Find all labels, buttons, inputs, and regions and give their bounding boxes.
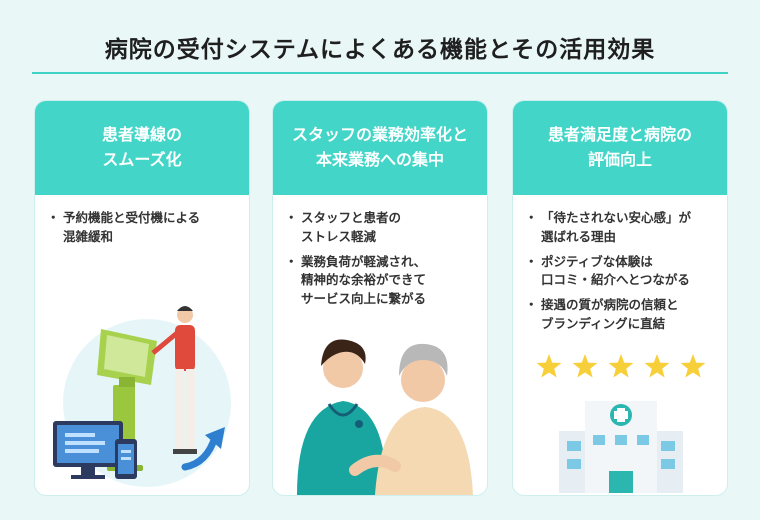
arrow-up-icon [181, 427, 225, 471]
kiosk-icon [97, 329, 157, 471]
card-satisfaction: 患者満足度と病院の 評価向上 「待たされない安心感」が 選ばれる理由 ポジティブ… [512, 100, 728, 496]
bullet-item: 業務負荷が軽減され、 精神的な余裕ができて サービス向上に繋がる [285, 253, 477, 309]
kiosk-illustration [53, 306, 231, 487]
title-divider [32, 72, 728, 74]
bullet-text: 「待たされない安心感」が [541, 210, 692, 225]
star-icon [608, 354, 634, 378]
star-icon [680, 354, 706, 378]
bullet-item: 予約機能と受付機による 混雑緩和 [47, 209, 239, 247]
bullet-text: スタッフと患者の [301, 210, 402, 225]
card-header-line: 本来業務への集中 [315, 150, 444, 169]
card-header: スタッフの業務効率化と 本来業務への集中 [273, 101, 487, 195]
monitor-icon [53, 421, 123, 479]
bullet-item: ポジティブな体験は 口コミ・紹介へとつながる [525, 253, 717, 291]
bullet-item: 接遇の質が病院の信頼と ブランディングに直結 [525, 296, 717, 334]
star-icon [644, 354, 670, 378]
bullet-item: スタッフと患者の ストレス軽減 [285, 209, 477, 247]
star-icon [572, 354, 598, 378]
bullet-text: サービス向上に繋がる [301, 291, 427, 306]
bullet-item: 「待たされない安心感」が 選ばれる理由 [525, 209, 717, 247]
hands-icon [349, 454, 401, 476]
star-icon [536, 354, 562, 378]
card-patient-flow: 患者導線の スムーズ化 予約機能と受付機による 混雑緩和 [34, 100, 250, 496]
page-title: 病院の受付システムによくある機能とその活用効果 [104, 37, 656, 63]
star-rating [536, 354, 706, 378]
card-header-line: 評価向上 [587, 150, 652, 169]
bullet-text: 精神的な余裕ができて [301, 272, 427, 288]
bullet-text: ポジティブな体験は [541, 253, 653, 269]
card-header-line: スムーズ化 [102, 150, 182, 169]
bullet-text: 口コミ・紹介へとつながる [541, 272, 690, 288]
nurse-patient-illustration [297, 339, 473, 495]
hospital-illustration [536, 354, 706, 493]
card-header-line: 患者導線の [101, 125, 182, 145]
bullet-text: 接遇の質が病院の信頼と [541, 297, 679, 312]
card-header: 患者導線の スムーズ化 [35, 101, 249, 195]
bullet-text: 業務負荷が軽減され、 [301, 253, 427, 269]
card-header-line: スタッフの業務効率化と [291, 125, 468, 145]
phone-icon [115, 439, 137, 479]
bullet-text: 混雑緩和 [63, 228, 114, 244]
nurse-icon [297, 339, 387, 495]
bullet-text: ブランディングに直結 [541, 315, 666, 331]
person-icon [151, 306, 197, 454]
bullet-text: 選ばれる理由 [541, 228, 617, 244]
elderly-patient-icon [375, 343, 473, 495]
card-header-line: 患者満足度と病院の [547, 125, 692, 145]
card-staff-efficiency: スタッフの業務効率化と 本来業務への集中 スタッフと患者の ストレス軽減 業務負… [272, 100, 488, 496]
bullet-text: 予約機能と受付機による [63, 210, 201, 225]
card-header: 患者満足度と病院の 評価向上 [513, 101, 727, 195]
hospital-icon [559, 401, 683, 493]
bullet-text: ストレス軽減 [301, 228, 377, 244]
